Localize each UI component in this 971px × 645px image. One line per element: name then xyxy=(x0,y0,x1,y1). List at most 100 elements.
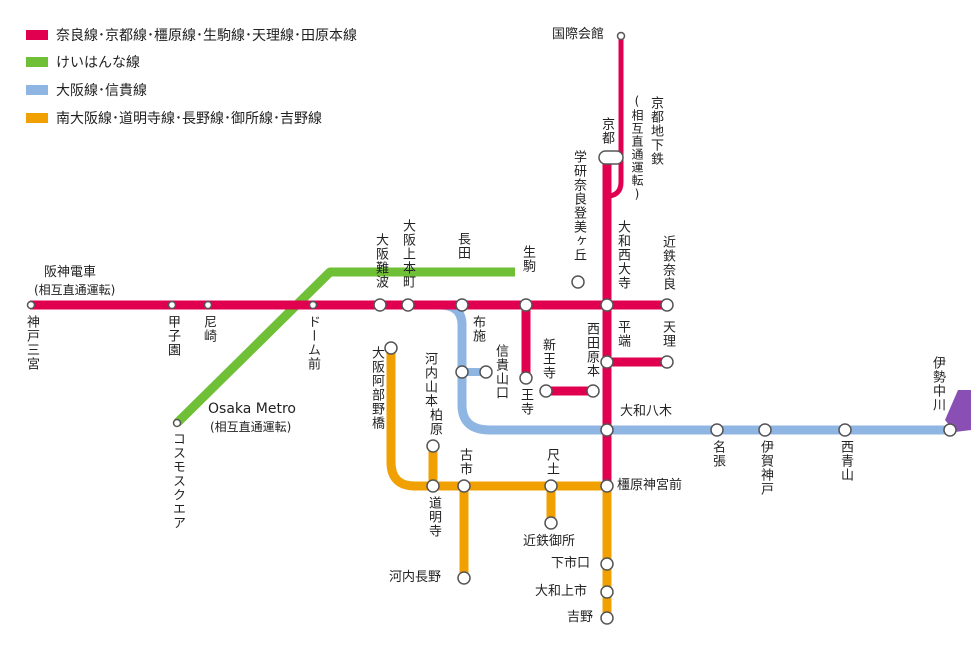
station-markers xyxy=(26,31,957,625)
station-marker-cosmo-square xyxy=(172,418,182,428)
legend-label: けいはんな線 xyxy=(56,55,140,71)
station-marker-nishi-aoyama xyxy=(838,423,852,437)
station-marker-osaka-abenobashi xyxy=(384,341,398,355)
station-marker-gakken xyxy=(571,275,585,289)
station-marker-ikoma xyxy=(519,298,533,312)
label-kawachi-yamamoto: 河内山本 xyxy=(422,352,437,408)
label-kawachi-nagano: 河内長野 xyxy=(389,570,442,585)
station-marker-kawachi-yamamoto xyxy=(455,365,469,379)
label-amagasaki: 尼崎 xyxy=(201,315,216,343)
label-nishitawaramoto: 西田原本 xyxy=(584,322,599,378)
station-marker-dome-mae xyxy=(308,300,318,310)
station-marker-shin-oji xyxy=(539,384,553,398)
station-marker-kashiwara xyxy=(426,439,440,453)
label-tenri: 天理 xyxy=(660,320,675,348)
label-kashiwara: 柏原 xyxy=(427,408,442,436)
station-marker-kashiharajingu-mae xyxy=(600,479,614,493)
label-gakken: 学研奈良登美ヶ丘 xyxy=(571,150,586,262)
station-marker-koshien xyxy=(167,300,177,310)
station-marker-kyoto xyxy=(598,150,624,165)
red-line-subway xyxy=(609,36,624,199)
orange-line-minami-osaka xyxy=(386,348,607,491)
label-shigisanguchi: 信貴山口 xyxy=(493,344,508,400)
station-marker-shimoichiguchi xyxy=(600,557,614,571)
station-marker-nabari xyxy=(710,423,724,437)
station-marker-yoshino xyxy=(600,611,614,625)
label-oji: 王寺 xyxy=(518,388,533,416)
legend-label: 南大阪線･道明寺線･長野線･御所線･吉野線 xyxy=(56,111,322,127)
label-yamato-yagi: 大和八木 xyxy=(620,404,673,419)
station-marker-hirahata xyxy=(600,355,614,369)
station-marker-nishitawaramoto xyxy=(586,384,600,398)
label-yamato-kamiichi: 大和上市 xyxy=(535,584,588,599)
station-marker-amagasaki xyxy=(203,300,213,310)
label-kintetsu-gose: 近鉄御所 xyxy=(523,534,576,549)
label-shakudo: 尺土 xyxy=(544,448,559,476)
station-marker-kintetsu-gose xyxy=(544,516,558,530)
station-marker-tenri xyxy=(660,355,674,369)
label-kyoto-subway: 京都地下鉄 xyxy=(648,96,663,166)
label-fuse: 布施 xyxy=(470,315,485,343)
legend-label: 大阪線･信貴線 xyxy=(56,83,147,99)
label-osaka-namba: 大阪難波 xyxy=(373,233,388,289)
station-marker-kintetsu-nara xyxy=(660,298,674,312)
label-dome-mae: ドーム前 xyxy=(305,315,320,371)
station-marker-shakudo xyxy=(544,479,558,493)
label-hanshin: 阪神電車 xyxy=(44,265,97,280)
label-ikoma: 生駒 xyxy=(520,245,535,273)
station-marker-kokusai-kaikan xyxy=(616,31,626,41)
station-marker-yamato-saidaiji xyxy=(600,298,614,312)
legend-swatch-blue xyxy=(26,85,48,95)
label-kyoto-subway-note: (相互直通運転) xyxy=(630,94,644,202)
label-nabari: 名張 xyxy=(710,440,725,468)
label-koshien: 甲子園 xyxy=(165,315,180,357)
label-kyoto: 京都 xyxy=(599,117,614,145)
label-kobe-sannomiya: 神戸三宮 xyxy=(24,315,39,371)
station-marker-shigisanguchi xyxy=(479,365,493,379)
legend-item-green: けいはんな線 xyxy=(26,52,140,72)
label-shin-oji: 新王寺 xyxy=(540,338,555,380)
legend-item-blue: 大阪線･信貴線 xyxy=(26,80,147,100)
label-yamato-saidaiji: 大和西大寺 xyxy=(615,220,630,290)
legend-item-red: 奈良線･京都線･橿原線･生駒線･天理線･田原本線 xyxy=(26,25,357,45)
label-cosmo-square: コスモスクエア xyxy=(170,432,185,530)
legend-swatch-red xyxy=(26,30,48,40)
label-osaka-uehommachi: 大阪上本町 xyxy=(400,219,415,289)
station-marker-iga-kambe xyxy=(758,423,772,437)
station-marker-osaka-uehommachi xyxy=(401,298,415,312)
label-kokusai-kaikan: 国際会館 xyxy=(552,27,605,42)
label-furuichi: 古市 xyxy=(457,448,472,476)
station-marker-yamato-kamiichi xyxy=(600,585,614,599)
label-hanshin-note: (相互直通運転) xyxy=(34,283,116,297)
station-marker-yamato-yagi xyxy=(600,423,614,437)
station-marker-furuichi xyxy=(457,479,471,493)
station-marker-kawachi-nagano xyxy=(457,571,471,585)
station-marker-osaka-namba xyxy=(373,298,387,312)
station-marker-domyoji xyxy=(426,479,440,493)
purple-line-stub xyxy=(945,390,971,432)
legend-swatch-orange xyxy=(26,113,48,123)
label-osaka-metro-note: (相互直通運転) xyxy=(210,420,292,434)
label-nishi-aoyama: 西青山 xyxy=(838,440,853,482)
legend-item-orange: 南大阪線･道明寺線･長野線･御所線･吉野線 xyxy=(26,108,322,128)
station-marker-ise-nakagawa xyxy=(943,423,957,437)
label-iga-kambe: 伊賀神戸 xyxy=(758,440,773,496)
label-osaka-metro: Osaka Metro xyxy=(208,401,296,417)
station-marker-oji xyxy=(519,371,533,385)
green-line xyxy=(173,267,515,427)
station-marker-kobe-sannomiya xyxy=(26,300,36,310)
label-ise-nakagawa: 伊勢中川 xyxy=(930,356,945,412)
legend-swatch-green xyxy=(26,57,48,67)
legend-label: 奈良線･京都線･橿原線･生駒線･天理線･田原本線 xyxy=(56,28,357,44)
label-shimoichiguchi: 下市口 xyxy=(551,556,591,571)
label-nagata: 長田 xyxy=(455,232,470,260)
label-kintetsu-nara: 近鉄奈良 xyxy=(660,235,675,291)
label-osaka-abenobashi: 大阪阿部野橋 xyxy=(369,346,384,430)
label-kashiharajingu-mae: 橿原神宮前 xyxy=(617,478,683,493)
station-marker-fuse xyxy=(455,298,469,312)
label-yoshino: 吉野 xyxy=(567,610,594,625)
label-hirahata: 平端 xyxy=(615,320,630,348)
label-domyoji: 道明寺 xyxy=(426,496,441,538)
